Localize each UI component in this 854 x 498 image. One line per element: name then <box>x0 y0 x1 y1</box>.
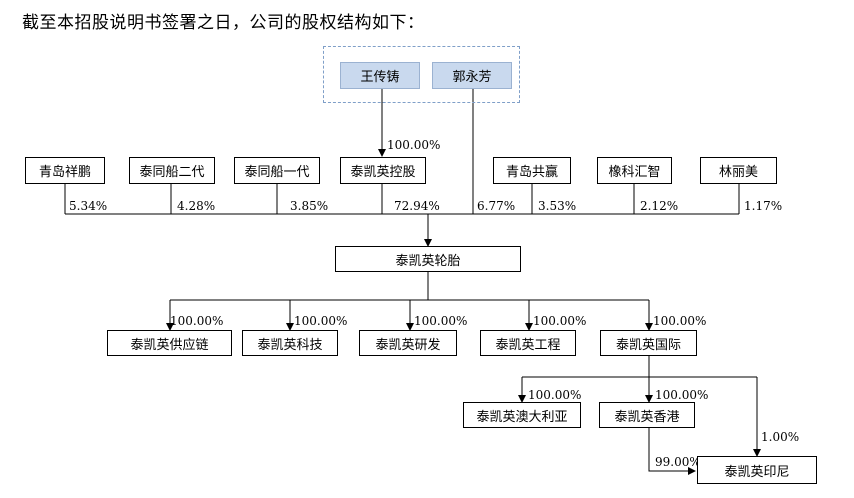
shareholder-pct-1: 5.34% <box>69 199 108 213</box>
subsidiary-pct-4: 100.00% <box>533 314 587 328</box>
company-node: 泰凯英轮胎 <box>335 246 521 272</box>
subsidiary-node-5: 泰凯英国际 <box>600 330 697 356</box>
subsidiary-node-4: 泰凯英工程 <box>480 330 576 356</box>
second-level-pct-2: 100.00% <box>655 388 709 402</box>
shareholder-node-6: 橡科汇智 <box>597 157 672 184</box>
shareholder-pct-3: 3.85% <box>290 199 329 213</box>
third-level-node: 泰凯英印尼 <box>697 456 817 484</box>
controller-node-1: 王传铸 <box>340 62 420 89</box>
subsidiary-node-2: 泰凯英科技 <box>242 330 338 356</box>
shareholder-node-1: 青岛祥鹏 <box>25 157 105 184</box>
subsidiary-node-3: 泰凯英研发 <box>359 330 457 356</box>
shareholder-node-2: 泰同船二代 <box>129 157 215 184</box>
subsidiary-pct-3: 100.00% <box>414 314 468 328</box>
second-level-pct-1: 100.00% <box>528 388 582 402</box>
subsidiary-node-1: 泰凯英供应链 <box>107 330 232 356</box>
shareholder-node-4: 泰凯英控股 <box>340 157 426 184</box>
controller-holding-pct: 100.00% <box>387 138 441 152</box>
shareholder-pct-2: 4.28% <box>177 199 216 213</box>
shareholder-pct-5: 3.53% <box>538 199 577 213</box>
subsidiary-pct-2: 100.00% <box>294 314 348 328</box>
third-level-pct-hongkong: 99.00% <box>655 455 701 469</box>
shareholder-node-3: 泰同船一代 <box>234 157 320 184</box>
shareholder-pct-6: 2.12% <box>640 199 679 213</box>
shareholder-node-7: 林丽美 <box>700 157 777 184</box>
third-level-pct-international: 1.00% <box>761 430 800 444</box>
controller-node-2: 郭永芳 <box>432 62 512 89</box>
shareholder-pct-7: 1.17% <box>744 199 783 213</box>
person2-direct-pct: 6.77% <box>477 199 516 213</box>
actual-controllers-group <box>323 46 520 103</box>
subsidiary-pct-5: 100.00% <box>653 314 707 328</box>
subsidiary-pct-1: 100.00% <box>170 314 224 328</box>
shareholder-pct-4: 72.94% <box>394 199 440 213</box>
second-level-node-1: 泰凯英澳大利亚 <box>463 402 581 428</box>
second-level-node-2: 泰凯英香港 <box>599 402 695 428</box>
page-heading: 截至本招股说明书签署之日，公司的股权结构如下： <box>22 13 425 33</box>
shareholder-node-5: 青岛共赢 <box>493 157 571 184</box>
